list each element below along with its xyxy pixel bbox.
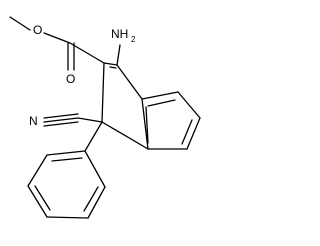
- amino-subscript-label: 2: [131, 35, 136, 44]
- bond-nitrile-triple-a: [43, 117, 79, 123]
- structure-canvas: O O NH 2 N: [9, 16, 201, 219]
- bond-phenyl-1-inner: [51, 157, 83, 162]
- bond-phenyl-3: [27, 185, 48, 218]
- bond-benzo-5-inner: [145, 106, 149, 144]
- bond-c1-phenyl: [84, 121, 103, 152]
- bond-phenyl-4: [46, 216, 89, 219]
- bond-carbonyl-to-ring: [69, 42, 105, 64]
- bond-benzo-1: [141, 91, 179, 100]
- bond-phenyl-5: [87, 186, 106, 219]
- bond-oxygen-carbonyl-carbon: [43, 32, 71, 44]
- bond-c3-c3a: [116, 64, 143, 100]
- bond-c2-c3-inner: [109, 66, 117, 69]
- bond-nitrile-triple-c: [43, 121, 79, 127]
- bond-c2-c3: [103, 62, 118, 66]
- bond-benzo-2: [177, 91, 201, 119]
- bond-nitrile-triple-b: [43, 113, 79, 119]
- bond-phenyl-6: [84, 150, 106, 188]
- nitrile-nitrogen-label: N: [29, 114, 38, 128]
- bond-phenyl-1: [46, 150, 86, 156]
- bond-benzo-1-inner: [147, 99, 176, 107]
- bond-c1-c7a: [101, 121, 149, 150]
- bond-c1-nitrile-carbon: [77, 117, 103, 123]
- chemical-structure: O O NH 2 N: [9, 16, 201, 219]
- carbonyl-oxygen-label: O: [66, 72, 75, 86]
- bond-methyl-oxygen: [9, 16, 31, 31]
- bond-benzo-3-inner: [181, 119, 193, 145]
- bond-phenyl-2: [27, 154, 48, 187]
- bond-benzo-3: [186, 117, 201, 150]
- bond-c3-amino: [116, 44, 121, 66]
- bond-c2-c1: [101, 62, 105, 123]
- amino-label: NH: [111, 27, 128, 41]
- bond-c3a-c7a: [141, 98, 149, 150]
- methoxy-oxygen-label: O: [33, 23, 42, 37]
- bond-phenyl-3-inner: [34, 185, 51, 211]
- bond-phenyl-5-inner: [83, 186, 99, 212]
